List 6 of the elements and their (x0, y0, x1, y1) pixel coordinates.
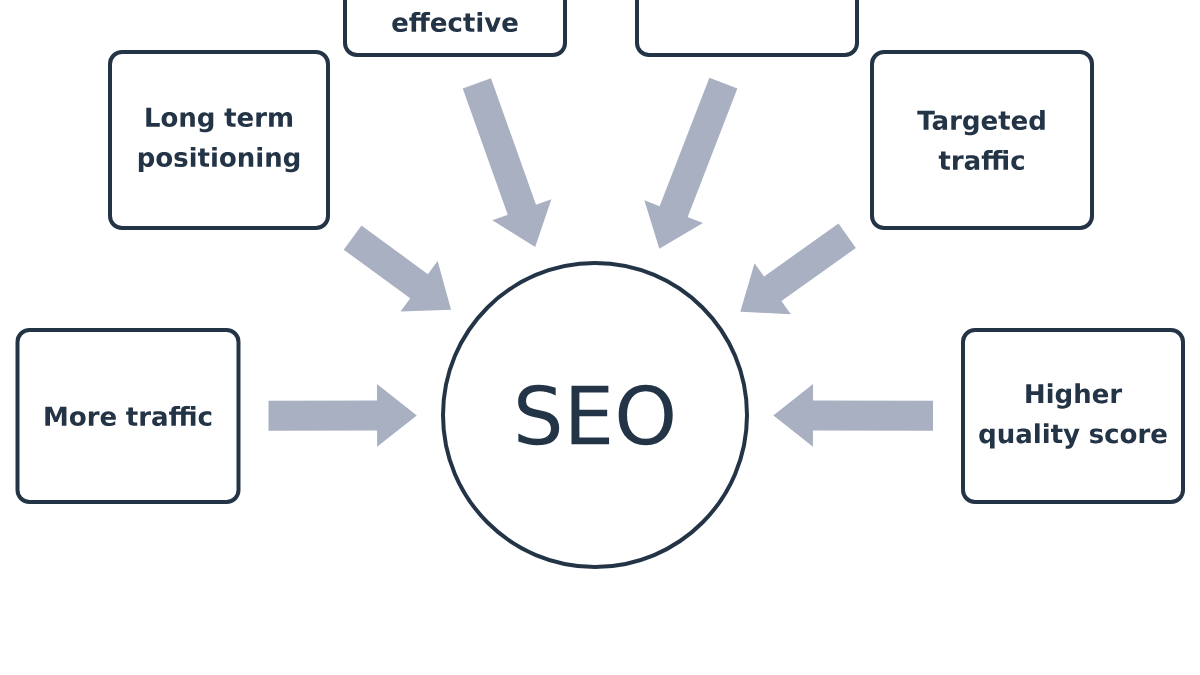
empty-box (635, 0, 859, 57)
text-box: Higher quality score (961, 328, 1185, 504)
text-box: Targeted traffic (870, 50, 1094, 230)
text-box: Long term positioning (108, 50, 330, 230)
text-box: More traffic (15, 328, 241, 504)
text-box: effective (343, 0, 567, 57)
